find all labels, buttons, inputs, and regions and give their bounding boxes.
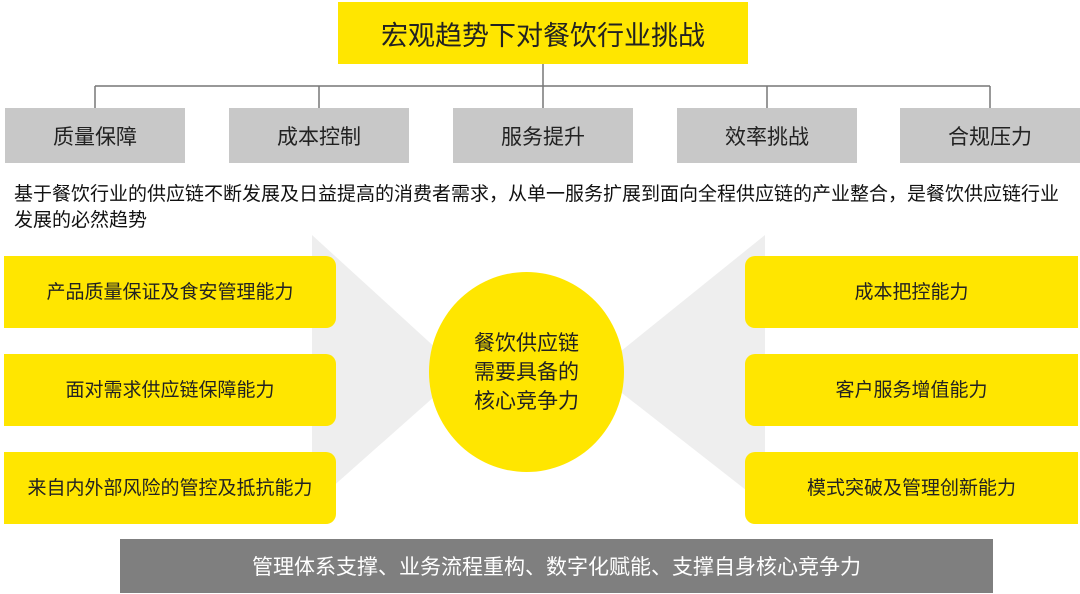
left-funnel (312, 235, 462, 505)
challenge-box: 质量保障 (5, 108, 185, 163)
core-text-line: 餐饮供应链 (474, 330, 579, 355)
core-competence-circle: 餐饮供应链 需要具备的 核心竞争力 (429, 272, 624, 472)
right-funnel (595, 235, 765, 505)
challenge-box: 服务提升 (453, 108, 633, 163)
diagram-title: 宏观趋势下对餐饮行业挑战 (338, 2, 748, 64)
right-capability: 成本把控能力 (745, 256, 1078, 328)
footer-banner: 管理体系支撑、业务流程重构、数字化赋能、支撑自身核心竞争力 (120, 539, 993, 593)
connector-lines (94, 64, 991, 108)
left-capability: 面对需求供应链保障能力 (4, 354, 336, 426)
challenge-box: 合规压力 (900, 108, 1080, 163)
left-capability: 产品质量保证及食安管理能力 (4, 256, 336, 328)
challenge-box: 效率挑战 (677, 108, 857, 163)
right-capability: 客户服务增值能力 (745, 354, 1078, 426)
trend-description: 基于餐饮行业的供应链不断发展及日益提高的消费者需求，从单一服务扩展到面向全程供应… (14, 183, 1060, 231)
left-capability: 来自内外部风险的管控及抵抗能力 (4, 452, 336, 524)
core-text-line: 需要具备的 (474, 359, 579, 384)
core-text-line: 核心竞争力 (474, 388, 579, 413)
right-capability: 模式突破及管理创新能力 (745, 452, 1078, 524)
challenge-box: 成本控制 (229, 108, 409, 163)
